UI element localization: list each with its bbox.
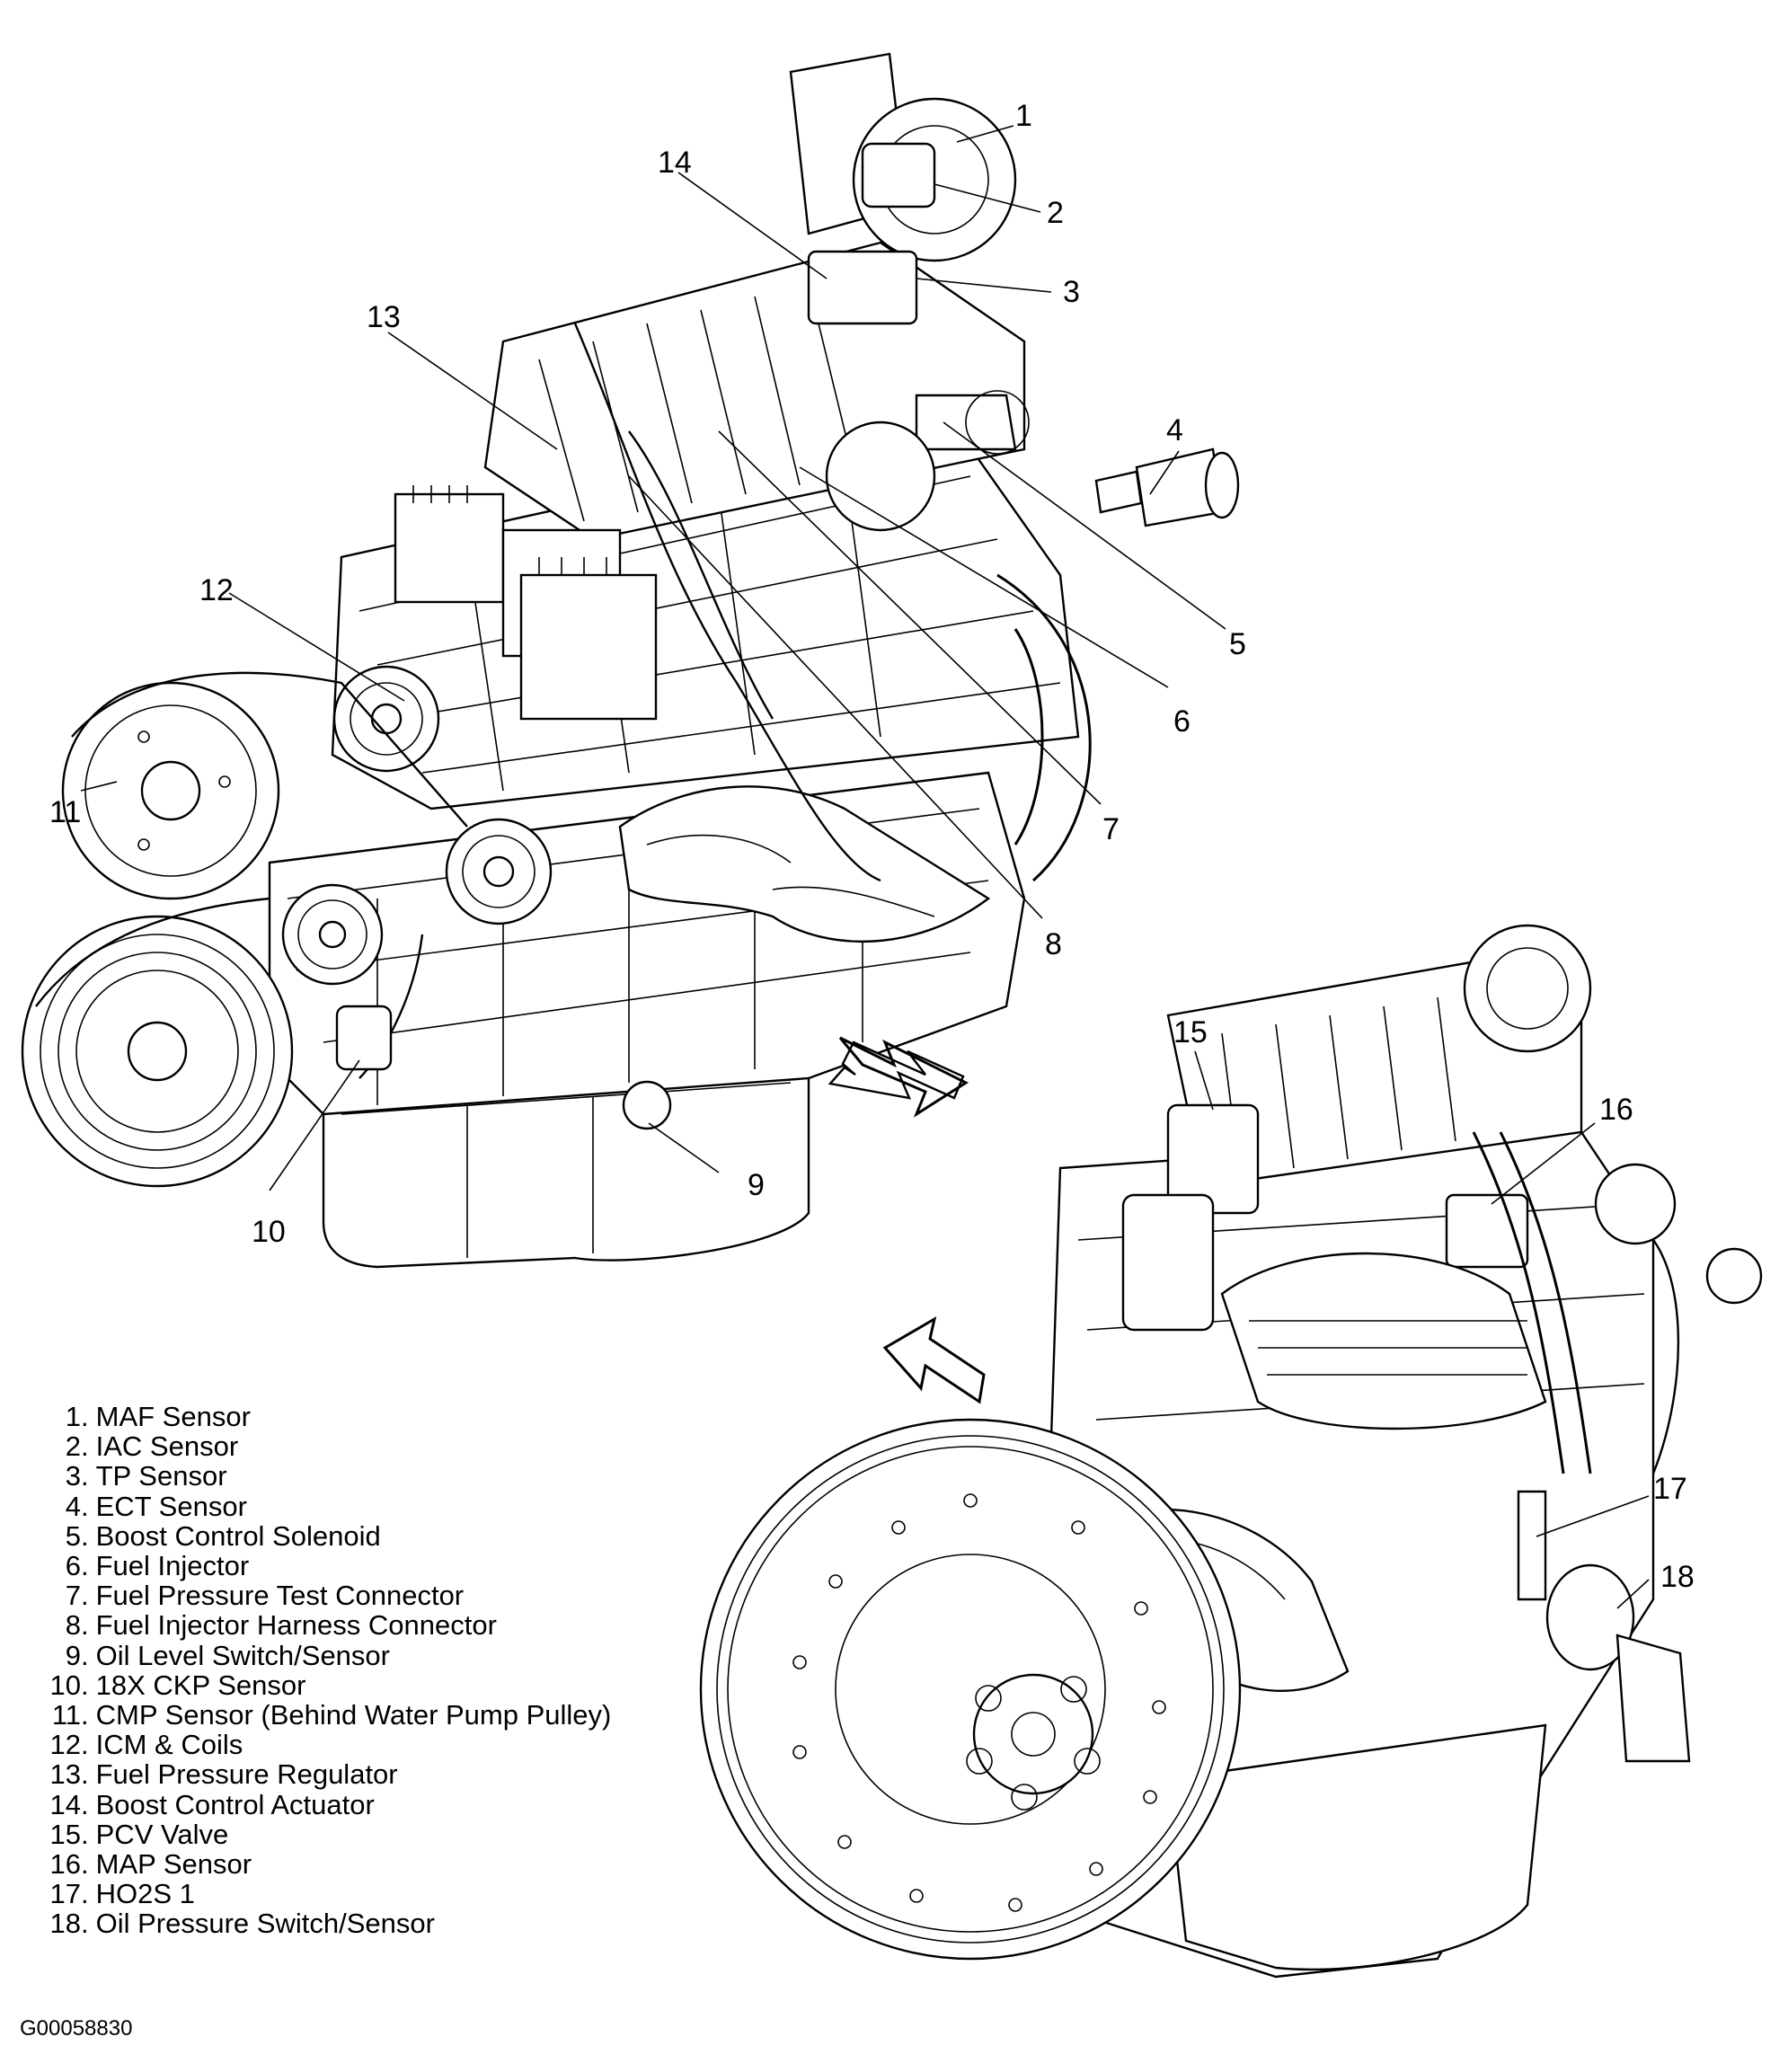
legend-number: 17: [49, 1878, 81, 1910]
callout-18: 18: [1660, 1560, 1695, 1594]
legend-item: 8.Fuel Injector Harness Connector: [45, 1610, 611, 1640]
callout-11: 11: [49, 795, 81, 829]
legend-label: MAP Sensor: [95, 1848, 252, 1881]
callout-10: 10: [252, 1215, 286, 1249]
legend-item: 13.Fuel Pressure Regulator: [45, 1759, 611, 1789]
legend-label: ECT Sensor: [95, 1490, 247, 1522]
legend-item: 12.ICM & Coils: [45, 1730, 611, 1759]
legend-item: 11.CMP Sensor (Behind Water Pump Pulley): [45, 1699, 612, 1731]
legend-label: Oil Level Switch/Sensor: [95, 1639, 390, 1671]
legend-label: 18X CKP Sensor: [95, 1669, 306, 1701]
figure-id: G00058830: [20, 2016, 133, 2041]
legend-item: 14.Boost Control Actuator: [45, 1788, 611, 1820]
legend-item: 16.MAP Sensor: [45, 1849, 611, 1879]
callout-13: 13: [367, 300, 401, 334]
legend-label: Fuel Injector Harness Connector: [95, 1609, 497, 1642]
legend-item: 3.TP Sensor: [45, 1461, 611, 1491]
legend-item: 17.HO2S 1: [45, 1879, 611, 1908]
legend-item: 10.18X CKP Sensor: [45, 1670, 611, 1700]
legend-number: 3: [65, 1460, 81, 1492]
legend-number: 10: [49, 1669, 81, 1701]
callout-5: 5: [1229, 627, 1246, 661]
callout-14: 14: [658, 146, 692, 180]
callout-3: 3: [1063, 275, 1080, 309]
legend-label: Boost Control Solenoid: [95, 1519, 381, 1552]
callout-9: 9: [748, 1168, 765, 1202]
leader-lines: [80, 125, 1650, 1609]
legend-number: 14: [49, 1788, 81, 1820]
callout-16: 16: [1599, 1093, 1633, 1127]
legend-number: 18: [49, 1908, 81, 1940]
legend-label: TP Sensor: [95, 1460, 227, 1492]
legend-number: 16: [49, 1848, 81, 1881]
legend-item: 6.Fuel Injector: [45, 1551, 611, 1581]
legend-item: 4.ECT Sensor: [45, 1490, 611, 1522]
legend-label: Boost Control Actuator: [95, 1788, 375, 1820]
callout-4: 4: [1166, 413, 1183, 447]
legend-number: 5: [65, 1519, 81, 1552]
legend-item: 18.Oil Pressure Switch/Sensor: [45, 1908, 611, 1938]
callout-7: 7: [1102, 812, 1120, 846]
callout-2: 2: [1047, 196, 1064, 230]
legend-label: Fuel Pressure Regulator: [95, 1758, 398, 1791]
legend-label: IAC Sensor: [95, 1430, 239, 1463]
legend-item: 1.MAF Sensor: [45, 1402, 611, 1431]
legend-number: 8: [65, 1609, 81, 1642]
callout-6: 6: [1173, 704, 1191, 739]
legend-number: 6: [65, 1550, 81, 1582]
legend-number: 15: [49, 1818, 81, 1850]
view-arrow-down-right: [828, 1036, 969, 1118]
legend-number: 7: [65, 1580, 81, 1612]
callout-15: 15: [1173, 1015, 1208, 1049]
legend-label: MAF Sensor: [95, 1401, 251, 1432]
legend-number: 11: [51, 1699, 81, 1731]
legend-label: ICM & Coils: [95, 1729, 243, 1761]
legend-item: 15.PCV Valve: [45, 1820, 611, 1849]
legend-number: 9: [65, 1639, 81, 1671]
legend-label: PCV Valve: [95, 1818, 229, 1850]
legend-label: Fuel Injector: [95, 1550, 250, 1582]
component-legend: 1.MAF Sensor 2.IAC Sensor 3.TP Sensor 4.…: [45, 1402, 612, 1939]
legend-label: HO2S 1: [95, 1878, 195, 1910]
rear-engine-illustration: [699, 924, 1763, 1979]
legend-label: CMP Sensor (Behind Water Pump Pulley): [95, 1699, 612, 1731]
legend-number: 13: [49, 1758, 81, 1791]
legend-label: Oil Pressure Switch/Sensor: [95, 1908, 435, 1940]
legend-number: 12: [49, 1729, 81, 1761]
callout-12: 12: [199, 573, 234, 607]
legend-number: 2: [65, 1430, 81, 1463]
legend-label: Fuel Pressure Test Connector: [95, 1580, 465, 1612]
legend-item: 7.Fuel Pressure Test Connector: [45, 1581, 611, 1610]
legend-number: 4: [65, 1490, 81, 1522]
legend-item: 9.Oil Level Switch/Sensor: [45, 1639, 611, 1671]
front-engine-illustration: [21, 52, 1240, 1269]
view-arrow-up-left: [882, 1315, 986, 1404]
legend-number: 1: [65, 1401, 81, 1432]
callout-numbers: 1 2 3 4 5 6 7 8 9 10 11 12 13 14 15 16 1…: [49, 99, 1695, 1594]
legend-item: 5.Boost Control Solenoid: [45, 1521, 611, 1551]
callout-8: 8: [1045, 927, 1062, 961]
callout-17: 17: [1653, 1472, 1687, 1506]
legend-item: 2.IAC Sensor: [45, 1431, 611, 1461]
callout-1: 1: [1015, 99, 1032, 133]
